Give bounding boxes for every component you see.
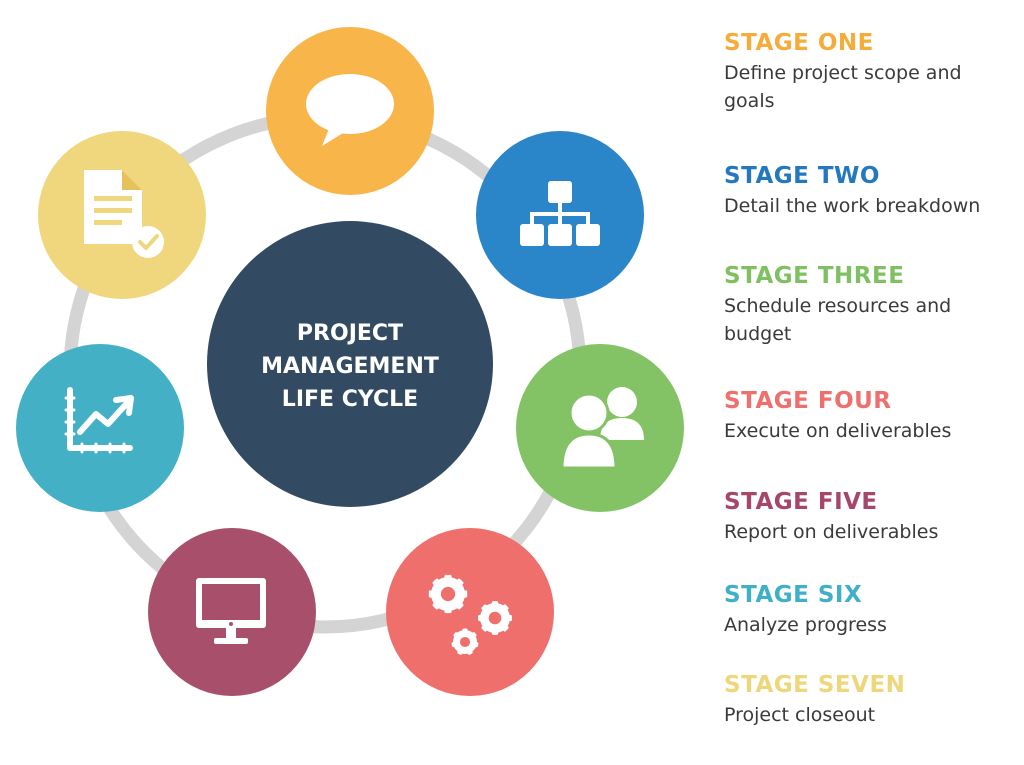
- stage-node-1: [266, 27, 434, 195]
- stage-node-7: [38, 131, 206, 299]
- center-hub: PROJECT MANAGEMENT LIFE CYCLE: [207, 221, 493, 507]
- stage-6-title: STAGE SIX: [724, 582, 863, 608]
- center-line-1: PROJECT: [297, 321, 403, 346]
- stage-6-description: Analyze progress: [724, 614, 887, 636]
- org-chart-icon: [520, 181, 600, 246]
- stage-2-description: Detail the work breakdown: [724, 195, 981, 217]
- stage-4: STAGE FOUR Execute on deliverables: [724, 387, 1024, 445]
- speech-bubble-icon: [306, 74, 394, 146]
- stage-1-title: STAGE ONE: [724, 30, 874, 56]
- stage-2-title: STAGE TWO: [724, 163, 880, 189]
- stage-node-3: [516, 344, 684, 512]
- stage-3-description: Schedule resources and budget: [724, 295, 952, 345]
- stage-node-4: [386, 528, 554, 696]
- stage-node-5: [148, 528, 316, 696]
- stage-3-title: STAGE THREE: [724, 263, 905, 289]
- stage-7-title: STAGE SEVEN: [724, 672, 906, 698]
- stage-node-6: [16, 344, 184, 512]
- stage-node-6-circle: [16, 344, 184, 512]
- stage-node-2: [476, 131, 644, 299]
- stage-4-title: STAGE FOUR: [724, 388, 892, 414]
- stage-7: STAGE SEVEN Project closeout: [724, 671, 1024, 729]
- stage-2: STAGE TWO Detail the work breakdown: [724, 162, 1024, 220]
- center-line-2: MANAGEMENT: [261, 354, 439, 379]
- line-chart-icon: [64, 387, 134, 454]
- stage-1: STAGE ONE Define project scope and goals: [724, 29, 1024, 115]
- stage-4-description: Execute on deliverables: [724, 420, 952, 442]
- center-circle: [207, 221, 493, 507]
- stage-5-title: STAGE FIVE: [724, 489, 878, 515]
- life-cycle-diagram: PROJECT MANAGEMENT LIFE CYCLE: [16, 27, 684, 696]
- center-line-3: LIFE CYCLE: [282, 387, 418, 412]
- monitor-icon: [196, 578, 266, 644]
- stage-list: STAGE ONE Define project scope and goals…: [724, 0, 1024, 765]
- stage-5-description: Report on deliverables: [724, 521, 939, 543]
- stage-3: STAGE THREE Schedule resources and budge…: [724, 262, 1024, 348]
- users-icon: [560, 387, 644, 470]
- stage-1-description: Define project scope and goals: [724, 62, 962, 112]
- stage-6: STAGE SIX Analyze progress: [724, 581, 1024, 639]
- stage-5: STAGE FIVE Report on deliverables: [724, 488, 1024, 546]
- gears-icon: [428, 574, 512, 655]
- stage-7-description: Project closeout: [724, 704, 876, 726]
- document-check-icon: [84, 170, 164, 258]
- stage-node-4-circle: [386, 528, 554, 696]
